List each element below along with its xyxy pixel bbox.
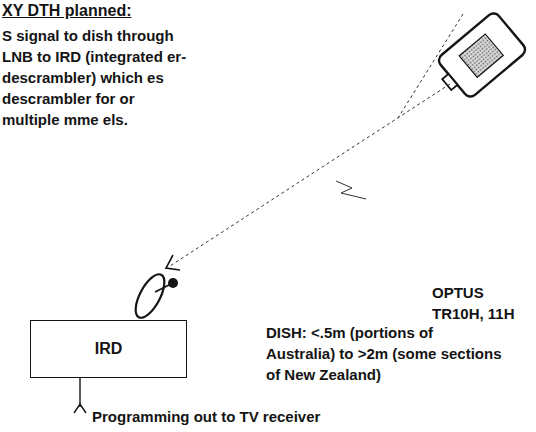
- dish-reflector: [130, 270, 170, 322]
- output-symbol: [74, 404, 86, 413]
- note-label: OPTUS TR10H, 11H: [432, 282, 530, 324]
- signal-arrowhead: [166, 255, 180, 270]
- note-label: S signal to dish through LNB to IRD (int…: [2, 25, 190, 130]
- diagram-title: XY DTH planned:: [2, 2, 132, 20]
- signal-path: [170, 84, 450, 266]
- satellite-panel: [459, 34, 503, 77]
- dish: [130, 270, 178, 322]
- lnb: [168, 278, 178, 288]
- box-label: IRD: [95, 340, 123, 358]
- note-label: Programming out to TV receiver: [92, 406, 422, 427]
- satellite: [430, 11, 528, 105]
- output-lead: [79, 378, 80, 407]
- signal-zigzag: [336, 181, 366, 199]
- signal-path: [398, 14, 463, 118]
- note-label: DISH: <.5m (portions of Australia) to >2…: [266, 322, 502, 385]
- satellite-body: [436, 11, 528, 100]
- process-box: IRD: [30, 320, 187, 378]
